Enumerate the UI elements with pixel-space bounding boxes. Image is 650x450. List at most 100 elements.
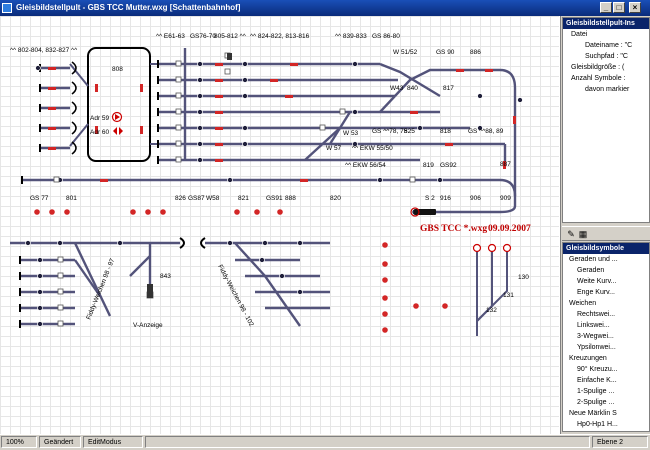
track-canvas[interactable]: ^^ 802-804, 832-827 ^^ 808 ^^ E61-63 GS7… [0, 16, 559, 434]
tree-item[interactable]: Einfache K... [577, 377, 617, 384]
tree-item[interactable]: davon markier [585, 86, 630, 93]
tree-item[interactable]: Kreuzungen [569, 355, 607, 362]
label-gs91: GS91 [266, 195, 283, 202]
info-tree[interactable]: Gleisbildstellpult-Ins Datei Dateiname :… [562, 17, 650, 223]
label-916: 916 [440, 195, 451, 202]
window-title: Gleisbildstellpult - GBS TCC Mutter.wxg … [16, 3, 241, 12]
pencil-icon[interactable]: ✎ [567, 229, 575, 239]
right-panel: Gleisbildstellpult-Ins Datei Dateiname :… [560, 16, 650, 434]
tree-item[interactable]: 3-Wegwei... [577, 333, 614, 340]
label-826: 826 [175, 195, 186, 202]
label-w57: W 57 [326, 145, 342, 152]
label-130: 130 [518, 274, 529, 281]
label-819: 819 [423, 162, 434, 169]
tree-item[interactable]: 1-Spulige ... [577, 388, 615, 395]
label-824: ^^ 824-822, 813-816 [250, 33, 310, 40]
indicator-dots [34, 209, 448, 333]
status-mode: EditModus [83, 436, 143, 448]
tree-item[interactable]: Gleisbildgröße : ( [571, 64, 625, 71]
app-icon [2, 3, 12, 13]
label-ekw5654: ^^ EKW 56/54 [345, 162, 386, 169]
loop-block [87, 47, 151, 162]
label-w5152: W 51/52 [393, 49, 418, 56]
tree-item[interactable]: 90° Kreuzu... [577, 366, 618, 373]
label-ekw5550: ^^ EKW 55/50 [352, 145, 393, 152]
label-821: 821 [238, 195, 249, 202]
label-825: 825 [404, 128, 415, 135]
tree-item[interactable]: Hp0-Hp1 H... [577, 421, 618, 428]
label-w43: W43 [390, 85, 404, 92]
label-906: 906 [470, 195, 481, 202]
grid-icon[interactable]: ▦ [578, 229, 588, 239]
label-gs77: GS 77 [30, 195, 49, 202]
label-801: 801 [66, 195, 77, 202]
tree-item[interactable]: Weichen [569, 300, 597, 307]
tree-item[interactable]: Anzahl Symbole : [571, 75, 626, 82]
tree-item[interactable]: Enge Kurv... [577, 289, 616, 296]
label-131: 131 [503, 292, 514, 299]
maximize-button[interactable]: □ [613, 2, 625, 13]
label-fiddy-102: Fiddy-Weichen 98 - 102 [216, 264, 255, 328]
label-gs78: GS ^^78, 75 [372, 128, 408, 135]
train-icon [414, 209, 436, 215]
label-s2: S 2 [425, 195, 435, 202]
label-888: 888 [285, 195, 296, 202]
title-bar[interactable]: Gleisbildstellpult - GBS TCC Mutter.wxg … [0, 0, 650, 16]
label-gs88: GS ^^88, 89 [468, 128, 504, 135]
label-w53: W 53 [343, 130, 359, 137]
tree-item[interactable]: Dateiname : "C [585, 42, 633, 49]
label-840: 840 [407, 85, 418, 92]
label-839: ^^ 839-833 [335, 33, 367, 40]
status-spacer [145, 436, 590, 448]
label-817: 817 [443, 85, 454, 92]
tree-item[interactable]: Rechtswei... [577, 311, 616, 318]
label-808: 808 [112, 66, 123, 73]
label-gs86: GS 86-80 [372, 33, 400, 40]
track-diagram[interactable]: ^^ 802-804, 832-827 ^^ 808 ^^ E61-63 GS7… [0, 16, 559, 434]
tree-item[interactable]: Weite Kurv... [577, 278, 617, 285]
status-changed: Geändert [39, 436, 81, 448]
status-bar: 100% Geändert EditModus Ebene 2 [0, 434, 650, 450]
label-818: 818 [440, 128, 451, 135]
tree-item[interactable]: Ypsilonwei... [577, 344, 616, 351]
tree-item[interactable]: Geraden und ... [569, 256, 618, 263]
label-gs90: GS 90 [436, 49, 455, 56]
status-zoom: 100% [1, 436, 37, 448]
buffer-stops [21, 60, 159, 184]
tree-item[interactable]: Linkswei... [577, 322, 610, 329]
tree-item[interactable]: Suchpfad : "C [585, 53, 628, 60]
label-805: 805-812 ^^ [214, 33, 247, 40]
minimize-button[interactable]: _ [600, 2, 612, 13]
label-802: ^^ 802-804, 832-827 ^^ [10, 47, 78, 54]
symbol-tree[interactable]: Gleisbildsymbole Geraden und ... Geraden… [562, 242, 650, 432]
tree-item[interactable]: 2-Spulige ... [577, 399, 615, 406]
tree-item[interactable]: Geraden [577, 267, 605, 274]
info-tree-header[interactable]: Gleisbildstellpult-Ins [563, 18, 649, 29]
stamp-title: GBS TCC *.wxg [420, 224, 487, 234]
label-909: 909 [500, 195, 511, 202]
label-gs92: GS92 [440, 162, 457, 169]
close-button[interactable]: × [629, 2, 641, 13]
tree-item[interactable]: Datei [571, 31, 588, 38]
label-e61: ^^ E61-63 [156, 33, 185, 40]
label-gs76: GS76-70 [190, 33, 216, 40]
label-gs87: GS87 [188, 195, 205, 202]
panel-toolbar: ✎ ▦ [562, 226, 650, 241]
label-v-anzeige: V-Anzeige [133, 322, 163, 329]
block-segments [48, 63, 516, 182]
label-887: 887 [500, 161, 511, 168]
symbol-tree-header[interactable]: Gleisbildsymbole [563, 243, 649, 254]
status-level: Ebene 2 [592, 436, 648, 448]
tree-item[interactable]: Neue Märklin S [569, 410, 617, 417]
label-adr59: Adr 59 [90, 115, 110, 122]
lower-tracks [10, 241, 330, 327]
adr60-icon [113, 127, 123, 135]
label-820: 820 [330, 195, 341, 202]
label-132: 132 [486, 307, 497, 314]
stamp-date: 09.09.2007 [488, 224, 531, 234]
label-843: 843 [160, 273, 171, 280]
right-fan-tracks [476, 250, 508, 336]
label-fiddy-97: Fiddy-Weichen 98 - 97 [85, 257, 116, 320]
label-adr60: Adr 60 [90, 129, 110, 136]
